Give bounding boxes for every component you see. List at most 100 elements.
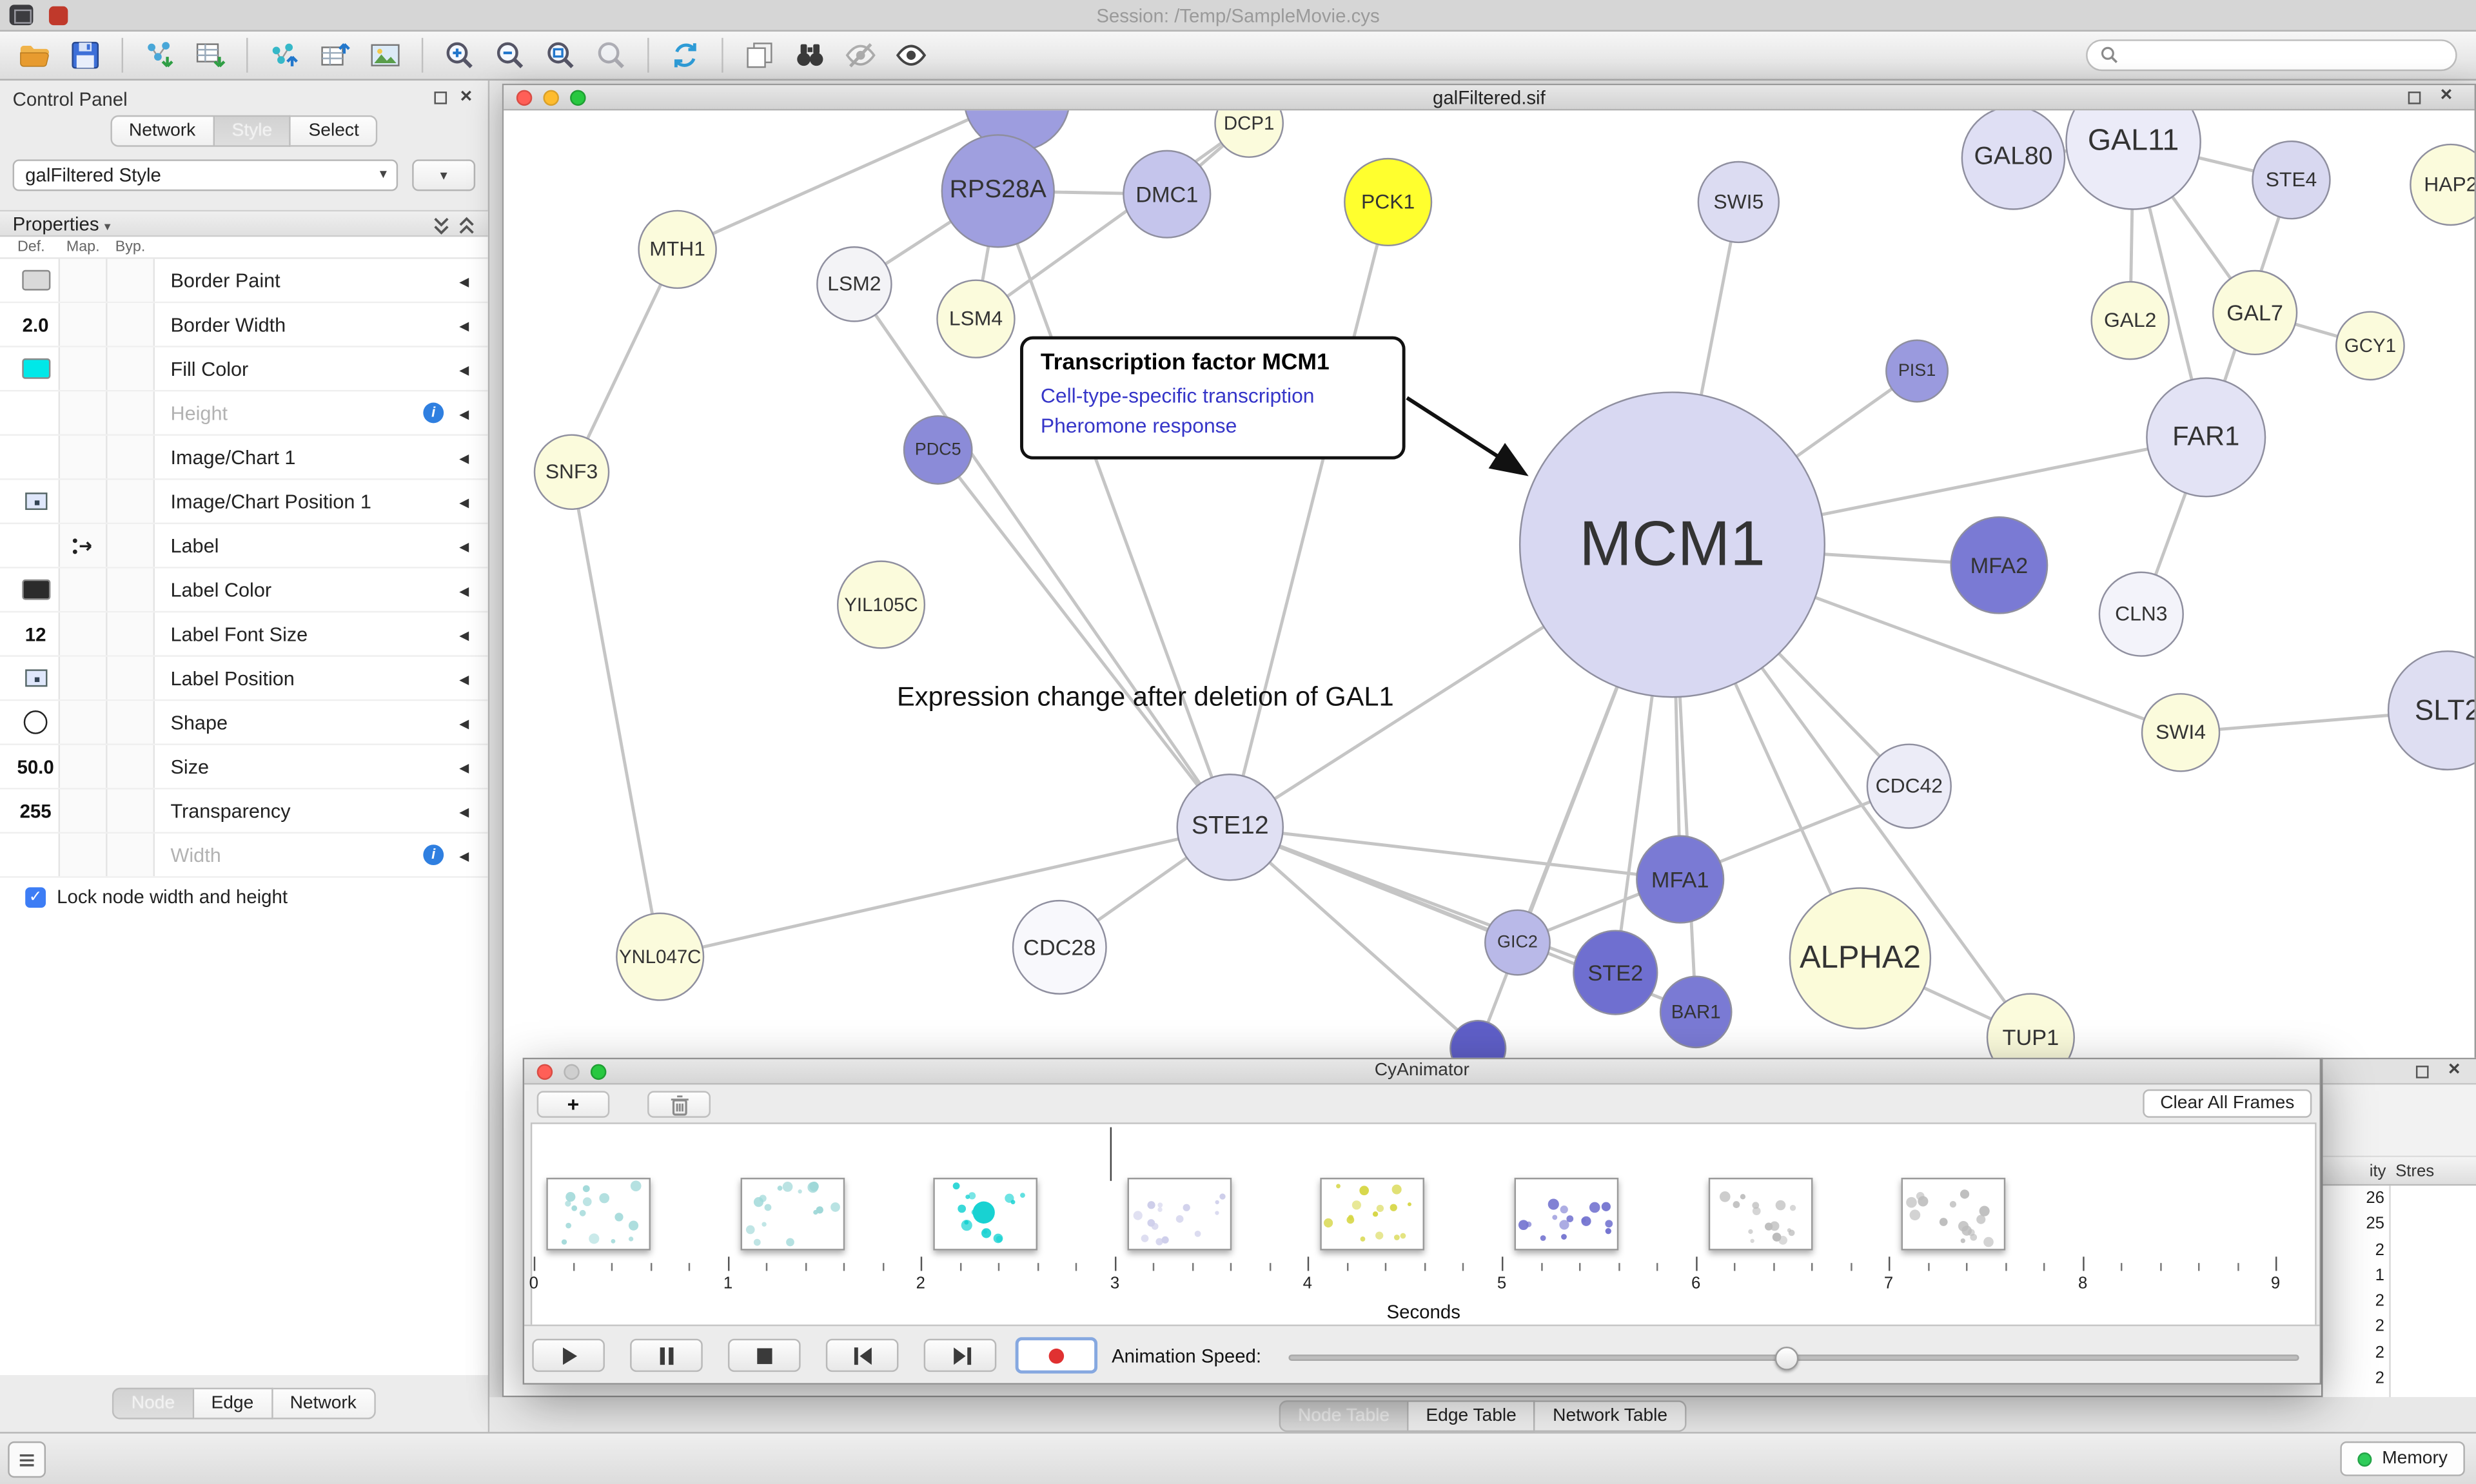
table-row[interactable]: 1 (2323, 1263, 2476, 1289)
property-row[interactable]: Label◀ (0, 524, 488, 569)
bypass-cell[interactable] (107, 347, 155, 390)
expand-row-icon[interactable]: ◀ (459, 849, 469, 864)
table-row[interactable]: 25 (2323, 1211, 2476, 1237)
default-value-cell[interactable] (13, 435, 61, 479)
network-node[interactable]: BAR1 (1659, 975, 1733, 1049)
expand-row-icon[interactable]: ◀ (459, 451, 469, 466)
bypass-cell[interactable] (107, 568, 155, 611)
expand-row-icon[interactable]: ◀ (459, 275, 469, 289)
float-panel-icon[interactable] (434, 92, 447, 104)
expand-row-icon[interactable]: ◀ (459, 540, 469, 554)
import-network-button[interactable] (137, 35, 182, 76)
network-node[interactable]: YIL105C (836, 560, 926, 649)
delete-frame-button[interactable] (647, 1091, 711, 1118)
expand-row-icon[interactable]: ◀ (459, 495, 469, 511)
frame-thumbnail[interactable] (1320, 1177, 1424, 1251)
tab-select[interactable]: Select (291, 115, 378, 147)
stop-button[interactable] (727, 1338, 801, 1372)
network-node[interactable]: HAP2 (2410, 143, 2475, 226)
network-node[interactable]: SWI5 (1697, 161, 1780, 244)
annotation-box[interactable]: Transcription factor MCM1 Cell-type-spec… (1020, 336, 1406, 459)
default-value-cell[interactable] (13, 701, 61, 744)
zoom-window-button[interactable] (590, 1064, 607, 1080)
network-node[interactable]: SWI4 (2141, 693, 2221, 772)
network-node[interactable]: FAR1 (2146, 377, 2266, 498)
frame-thumbnail[interactable] (740, 1177, 845, 1251)
table-row[interactable]: 2 (2323, 1314, 2476, 1340)
network-node[interactable]: LSM4 (936, 279, 1016, 358)
property-row[interactable]: Image/Chart 1◀ (0, 435, 488, 480)
clone-network-button[interactable] (738, 35, 782, 76)
bypass-cell[interactable] (107, 789, 155, 832)
tab-network[interactable]: Network (272, 1387, 376, 1420)
tab-node-table[interactable]: Node Table (1279, 1400, 1409, 1432)
tab-network[interactable]: Network (110, 115, 215, 147)
mapping-cell[interactable] (60, 391, 108, 434)
annotation-link[interactable]: Pheromone response (1040, 413, 1237, 437)
network-node[interactable]: MCM1 (1518, 391, 1826, 698)
bypass-cell[interactable] (107, 612, 155, 656)
import-table-button[interactable] (188, 35, 232, 76)
column-header[interactable]: ity (2369, 1162, 2386, 1181)
default-value-cell[interactable]: 255 (13, 789, 61, 832)
default-value-cell[interactable] (13, 480, 61, 523)
bypass-cell[interactable] (107, 745, 155, 788)
network-node[interactable]: DCP1 (1214, 110, 1284, 158)
network-node[interactable]: PDC5 (903, 415, 973, 485)
default-value-cell[interactable] (13, 834, 61, 877)
expand-row-icon[interactable]: ◀ (459, 672, 469, 687)
mapping-cell[interactable] (60, 435, 108, 479)
default-value-cell[interactable] (13, 568, 61, 611)
property-row[interactable]: Border Paint◀ (0, 259, 488, 304)
frame-thumbnail[interactable] (1127, 1177, 1232, 1251)
network-node[interactable]: MFA1 (1636, 835, 1725, 924)
style-selector[interactable]: galFiltered Style ▾ (12, 159, 398, 191)
property-row[interactable]: Image/Chart Position 1◀ (0, 480, 488, 525)
default-value-cell[interactable]: 12 (13, 612, 61, 656)
default-value-cell[interactable]: 2.0 (13, 303, 61, 346)
network-node[interactable]: SLT2 (2387, 650, 2475, 771)
network-node[interactable]: CDC28 (1012, 899, 1107, 995)
expand-row-icon[interactable]: ◀ (459, 363, 469, 378)
memory-button[interactable]: Memory (2341, 1441, 2465, 1476)
slider-thumb[interactable] (1774, 1346, 1799, 1371)
close-window-button[interactable] (516, 90, 533, 106)
cyanimator-titlebar[interactable]: CyAnimator (524, 1059, 2320, 1085)
network-node[interactable]: GAL11 (2065, 110, 2201, 210)
refresh-button[interactable] (663, 35, 708, 76)
tab-node[interactable]: Node (112, 1387, 194, 1420)
close-window-icon[interactable]: × (2440, 82, 2453, 106)
mapping-cell[interactable] (60, 568, 108, 611)
network-node[interactable]: GAL7 (2212, 269, 2298, 356)
float-window-icon[interactable] (2415, 1066, 2429, 1079)
bypass-cell[interactable] (107, 656, 155, 699)
expand-all-icon[interactable] (433, 217, 450, 235)
expand-row-icon[interactable]: ◀ (459, 761, 469, 776)
mapping-cell[interactable] (60, 524, 108, 567)
mapping-cell[interactable] (60, 612, 108, 656)
tab-network-table[interactable]: Network Table (1535, 1400, 1687, 1432)
previous-frame-button[interactable] (825, 1338, 899, 1372)
style-options-button[interactable]: ▾ (412, 159, 476, 191)
float-window-icon[interactable] (2408, 92, 2421, 104)
table-row[interactable]: 2 (2323, 1289, 2476, 1314)
table-row[interactable]: 2 (2323, 1340, 2476, 1366)
default-value-cell[interactable] (13, 347, 61, 390)
network-node[interactable]: GIC2 (1484, 909, 1551, 976)
record-button[interactable] (1015, 1337, 1098, 1374)
default-value-cell[interactable] (13, 656, 61, 699)
mapping-cell[interactable] (60, 789, 108, 832)
zoom-out-button[interactable] (488, 35, 533, 76)
bypass-cell[interactable] (107, 391, 155, 434)
mapping-cell[interactable] (60, 480, 108, 523)
tab-style[interactable]: Style (214, 115, 291, 147)
mapping-cell[interactable] (60, 834, 108, 877)
frame-thumbnail[interactable] (1708, 1177, 1813, 1251)
bypass-cell[interactable] (107, 480, 155, 523)
